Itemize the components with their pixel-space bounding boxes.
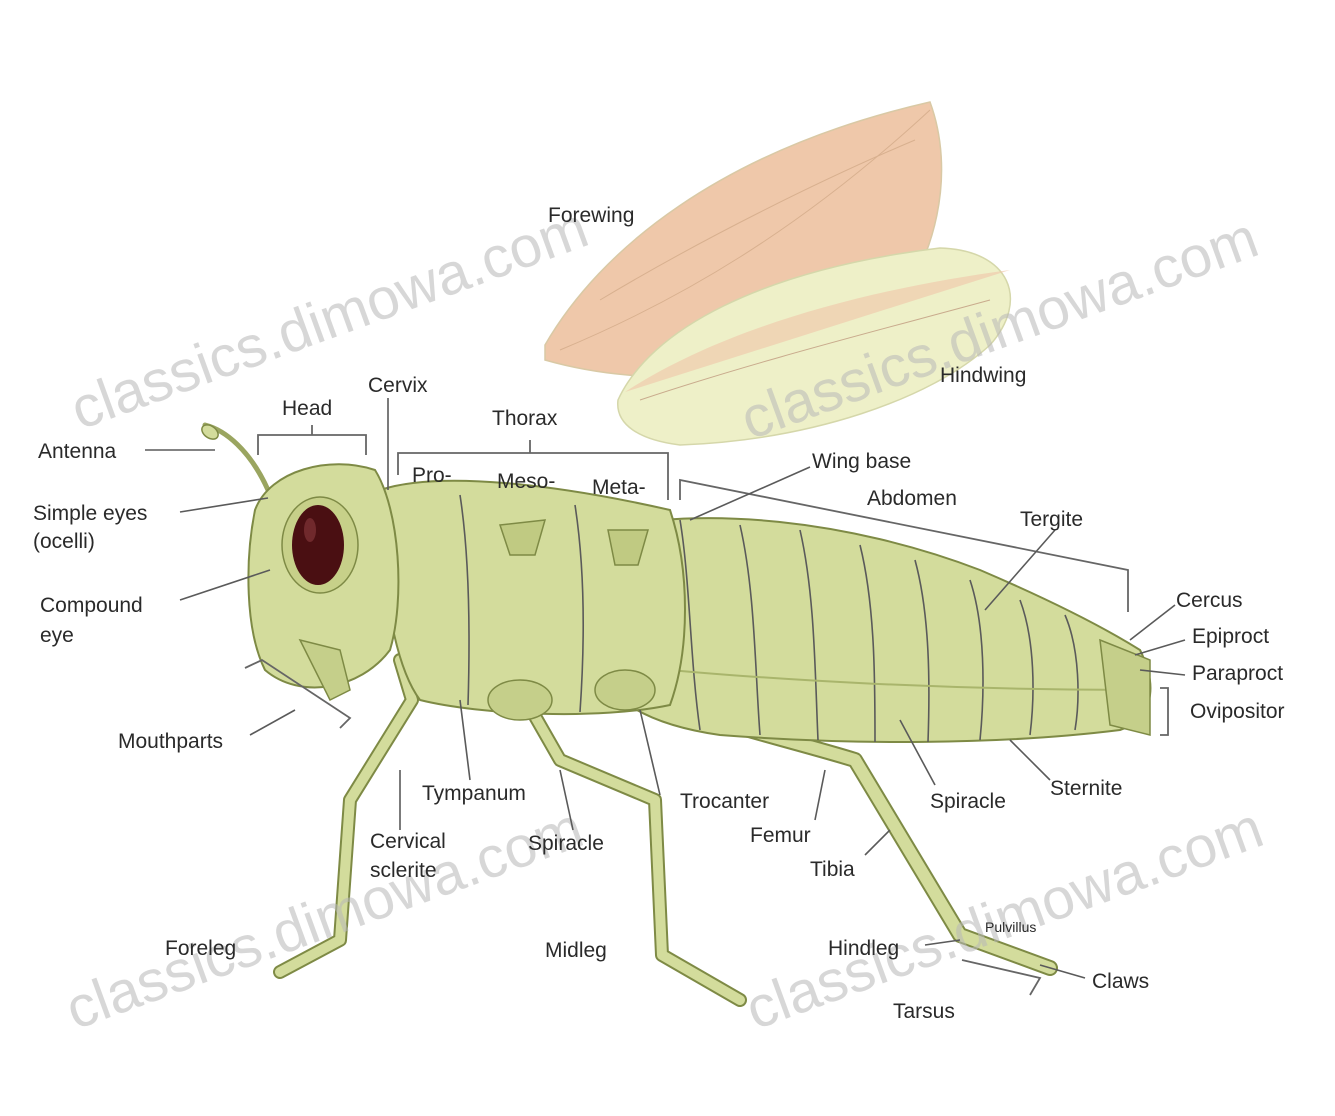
label-head: Head: [282, 397, 332, 420]
label-compound: Compound: [40, 594, 143, 617]
label-epiproct: Epiproct: [1192, 625, 1269, 648]
label-trocanter: Trocanter: [680, 790, 769, 813]
label-pulvillus: Pulvillus: [985, 919, 1036, 935]
label-hindleg: Hindleg: [828, 937, 899, 960]
label-sclerite: sclerite: [370, 859, 437, 882]
thorax: [380, 481, 685, 720]
label-spiracle-abdomen: Spiracle: [930, 790, 1006, 813]
label-forewing: Forewing: [548, 204, 634, 227]
label-cervical: Cervical: [370, 830, 446, 853]
head: [248, 464, 398, 700]
label-tibia: Tibia: [810, 858, 855, 881]
label-eye: eye: [40, 624, 74, 647]
label-foreleg: Foreleg: [165, 937, 236, 960]
label-antenna: Antenna: [38, 440, 117, 463]
label-tarsus: Tarsus: [893, 1000, 955, 1023]
label-sternite: Sternite: [1050, 777, 1122, 800]
label-cercus: Cercus: [1176, 589, 1243, 612]
label-meta: Meta-: [592, 476, 646, 499]
label-paraproct: Paraproct: [1192, 662, 1283, 685]
label-femur: Femur: [750, 824, 811, 847]
label-pro: Pro-: [412, 464, 452, 487]
antenna: [199, 422, 268, 490]
label-mouthparts: Mouthparts: [118, 730, 223, 753]
label-tympanum: Tympanum: [422, 782, 526, 805]
label-abdomen: Abdomen: [867, 487, 957, 510]
label-ocelli: (ocelli): [33, 530, 95, 553]
label-midleg: Midleg: [545, 939, 607, 962]
watermark-text: classics.dimowa.com: [57, 795, 591, 1042]
label-cervix: Cervix: [368, 374, 428, 397]
label-claws: Claws: [1092, 970, 1149, 993]
label-hindwing: Hindwing: [940, 364, 1026, 387]
label-thorax: Thorax: [492, 407, 558, 430]
label-wing-base: Wing base: [812, 450, 911, 473]
compound-eye: [292, 505, 344, 585]
label-spiracle-thorax: Spiracle: [528, 832, 604, 855]
label-tergite: Tergite: [1020, 508, 1083, 531]
label-simple-eyes: Simple eyes: [33, 502, 147, 525]
bracket-ovipositor: [1160, 688, 1168, 735]
label-ovipositor: Ovipositor: [1190, 700, 1285, 723]
label-meso: Meso-: [497, 470, 555, 493]
bracket-head: [258, 425, 366, 455]
